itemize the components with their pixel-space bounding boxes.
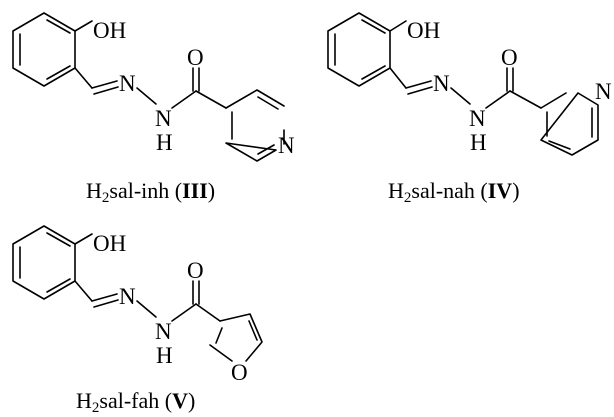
ch-n-double-bond-v-a: [91, 293, 118, 302]
caption-v-prefix: H: [76, 388, 92, 413]
phenol-ring-iv-double-2: [361, 19, 386, 34]
ch-n-double-bond-v-b: [93, 299, 119, 308]
amide-h-label-iv: H: [470, 130, 487, 155]
caption-iv-close: ): [512, 178, 520, 203]
pyridine-n-label-iii: N: [278, 133, 295, 158]
caption-iv-prefix: H: [388, 178, 404, 203]
n-n-bond-v: [136, 300, 157, 318]
furan-ring-v-outline: [209, 313, 263, 362]
ring-ch-bond-iii: [74, 67, 93, 89]
structure-iii: OH N N H O N: [12, 12, 295, 162]
ring-ch-bond-iv: [389, 67, 407, 89]
structure-iv: OH N N H O N: [327, 12, 612, 156]
furan-ring-v-double-1: [248, 320, 258, 341]
caption-iii-numeral: III: [182, 178, 208, 203]
n-carbonyl-bond-iv: [485, 90, 511, 109]
carbonyl-o-label-v: O: [187, 258, 204, 283]
phenol-ring-iv: [327, 12, 391, 87]
caption-iii-subscript: 2: [101, 190, 110, 206]
amide-n-label-v: N: [155, 319, 172, 344]
caption-iii-name: sal-inh (: [109, 178, 183, 203]
caption-iv-subscript: 2: [403, 190, 412, 206]
caption-iii: H2sal-inh (III): [86, 178, 216, 206]
n-n-bond-iv: [450, 87, 471, 105]
phenol-ring-v-double-3: [46, 278, 71, 293]
carbonyl-o-label-iv: O: [501, 45, 518, 70]
furan-ring-v: [209, 313, 263, 362]
caption-iv: H2sal-nah (IV): [388, 178, 520, 206]
phenol-ring-iv-double-3: [361, 65, 386, 80]
amide-h-label-iii: H: [156, 130, 173, 155]
amide-n-label-iii: N: [155, 106, 172, 131]
caption-v-numeral: V: [172, 388, 188, 413]
structure-v: OH N N H O O: [12, 225, 263, 385]
ch-n-double-bond-iv-a: [405, 80, 432, 89]
pyridine-ring-iii-double-3: [257, 144, 275, 155]
ch-n-double-bond-iii-b: [93, 86, 119, 95]
phenol-ring-iii: [12, 12, 76, 87]
n-carbonyl-bond-iii: [171, 90, 197, 109]
carbonyl-o-label-iii: O: [187, 45, 204, 70]
caption-v-name: sal-fah (: [99, 388, 173, 413]
caption-iii-close: ): [207, 178, 216, 203]
pyridine-ring-iii-outline: [225, 89, 285, 162]
carbonyl-ring-bond-v: [195, 303, 221, 322]
caption-v: H2sal-fah (V): [76, 388, 196, 416]
oh-label-iv: OH: [407, 18, 440, 43]
pyridine-ring-iv-outline: [540, 92, 599, 156]
pyridine-ring-iv-double-3: [548, 140, 571, 150]
furan-ring-v-double-2: [215, 327, 223, 344]
amide-n-label-iv: N: [469, 106, 486, 131]
carbonyl-ring-bond-iii: [195, 90, 227, 109]
n-n-bond-iii: [136, 87, 157, 105]
phenol-ring-iii-double-2: [46, 19, 71, 34]
phenol-ring-v: [12, 225, 76, 300]
phenol-ring-iii-double-3: [46, 65, 71, 80]
c-oh-bond-v: [74, 233, 93, 245]
caption-iv-numeral: IV: [487, 178, 513, 203]
ch-n-double-bond-iii-a: [91, 80, 118, 89]
amide-h-label-v: H: [156, 343, 173, 368]
oh-label-iii: OH: [93, 18, 126, 43]
imine-n-label-iv: N: [433, 71, 450, 96]
ch-n-double-bond-iv-b: [407, 86, 433, 95]
c-oh-bond-iv: [389, 20, 407, 32]
phenol-ring-v-double-2: [46, 232, 71, 247]
pyridine-ring-iii-double-2: [257, 96, 279, 110]
pyridine-ring-iii: [225, 89, 285, 162]
caption-v-close: ): [187, 388, 196, 413]
carbonyl-ring-bond-iv: [509, 90, 542, 109]
ring-ch-bond-v: [74, 280, 93, 302]
pyridine-n-label-iv: N: [595, 79, 612, 104]
imine-n-label-v: N: [119, 284, 136, 309]
phenol-ring-v-outline: [12, 225, 76, 300]
furan-o-label-v: O: [231, 360, 248, 385]
imine-n-label-iii: N: [119, 71, 136, 96]
n-carbonyl-bond-v: [171, 303, 197, 322]
c-oh-bond-iii: [74, 20, 93, 32]
caption-iii-prefix: H: [86, 178, 102, 203]
oh-label-v: OH: [93, 231, 126, 256]
caption-iv-name: sal-nah (: [411, 178, 488, 203]
caption-v-subscript: 2: [91, 400, 100, 416]
phenol-ring-iv-outline: [327, 12, 391, 87]
pyridine-ring-iv: [540, 92, 599, 156]
phenol-ring-iii-outline: [12, 12, 76, 87]
